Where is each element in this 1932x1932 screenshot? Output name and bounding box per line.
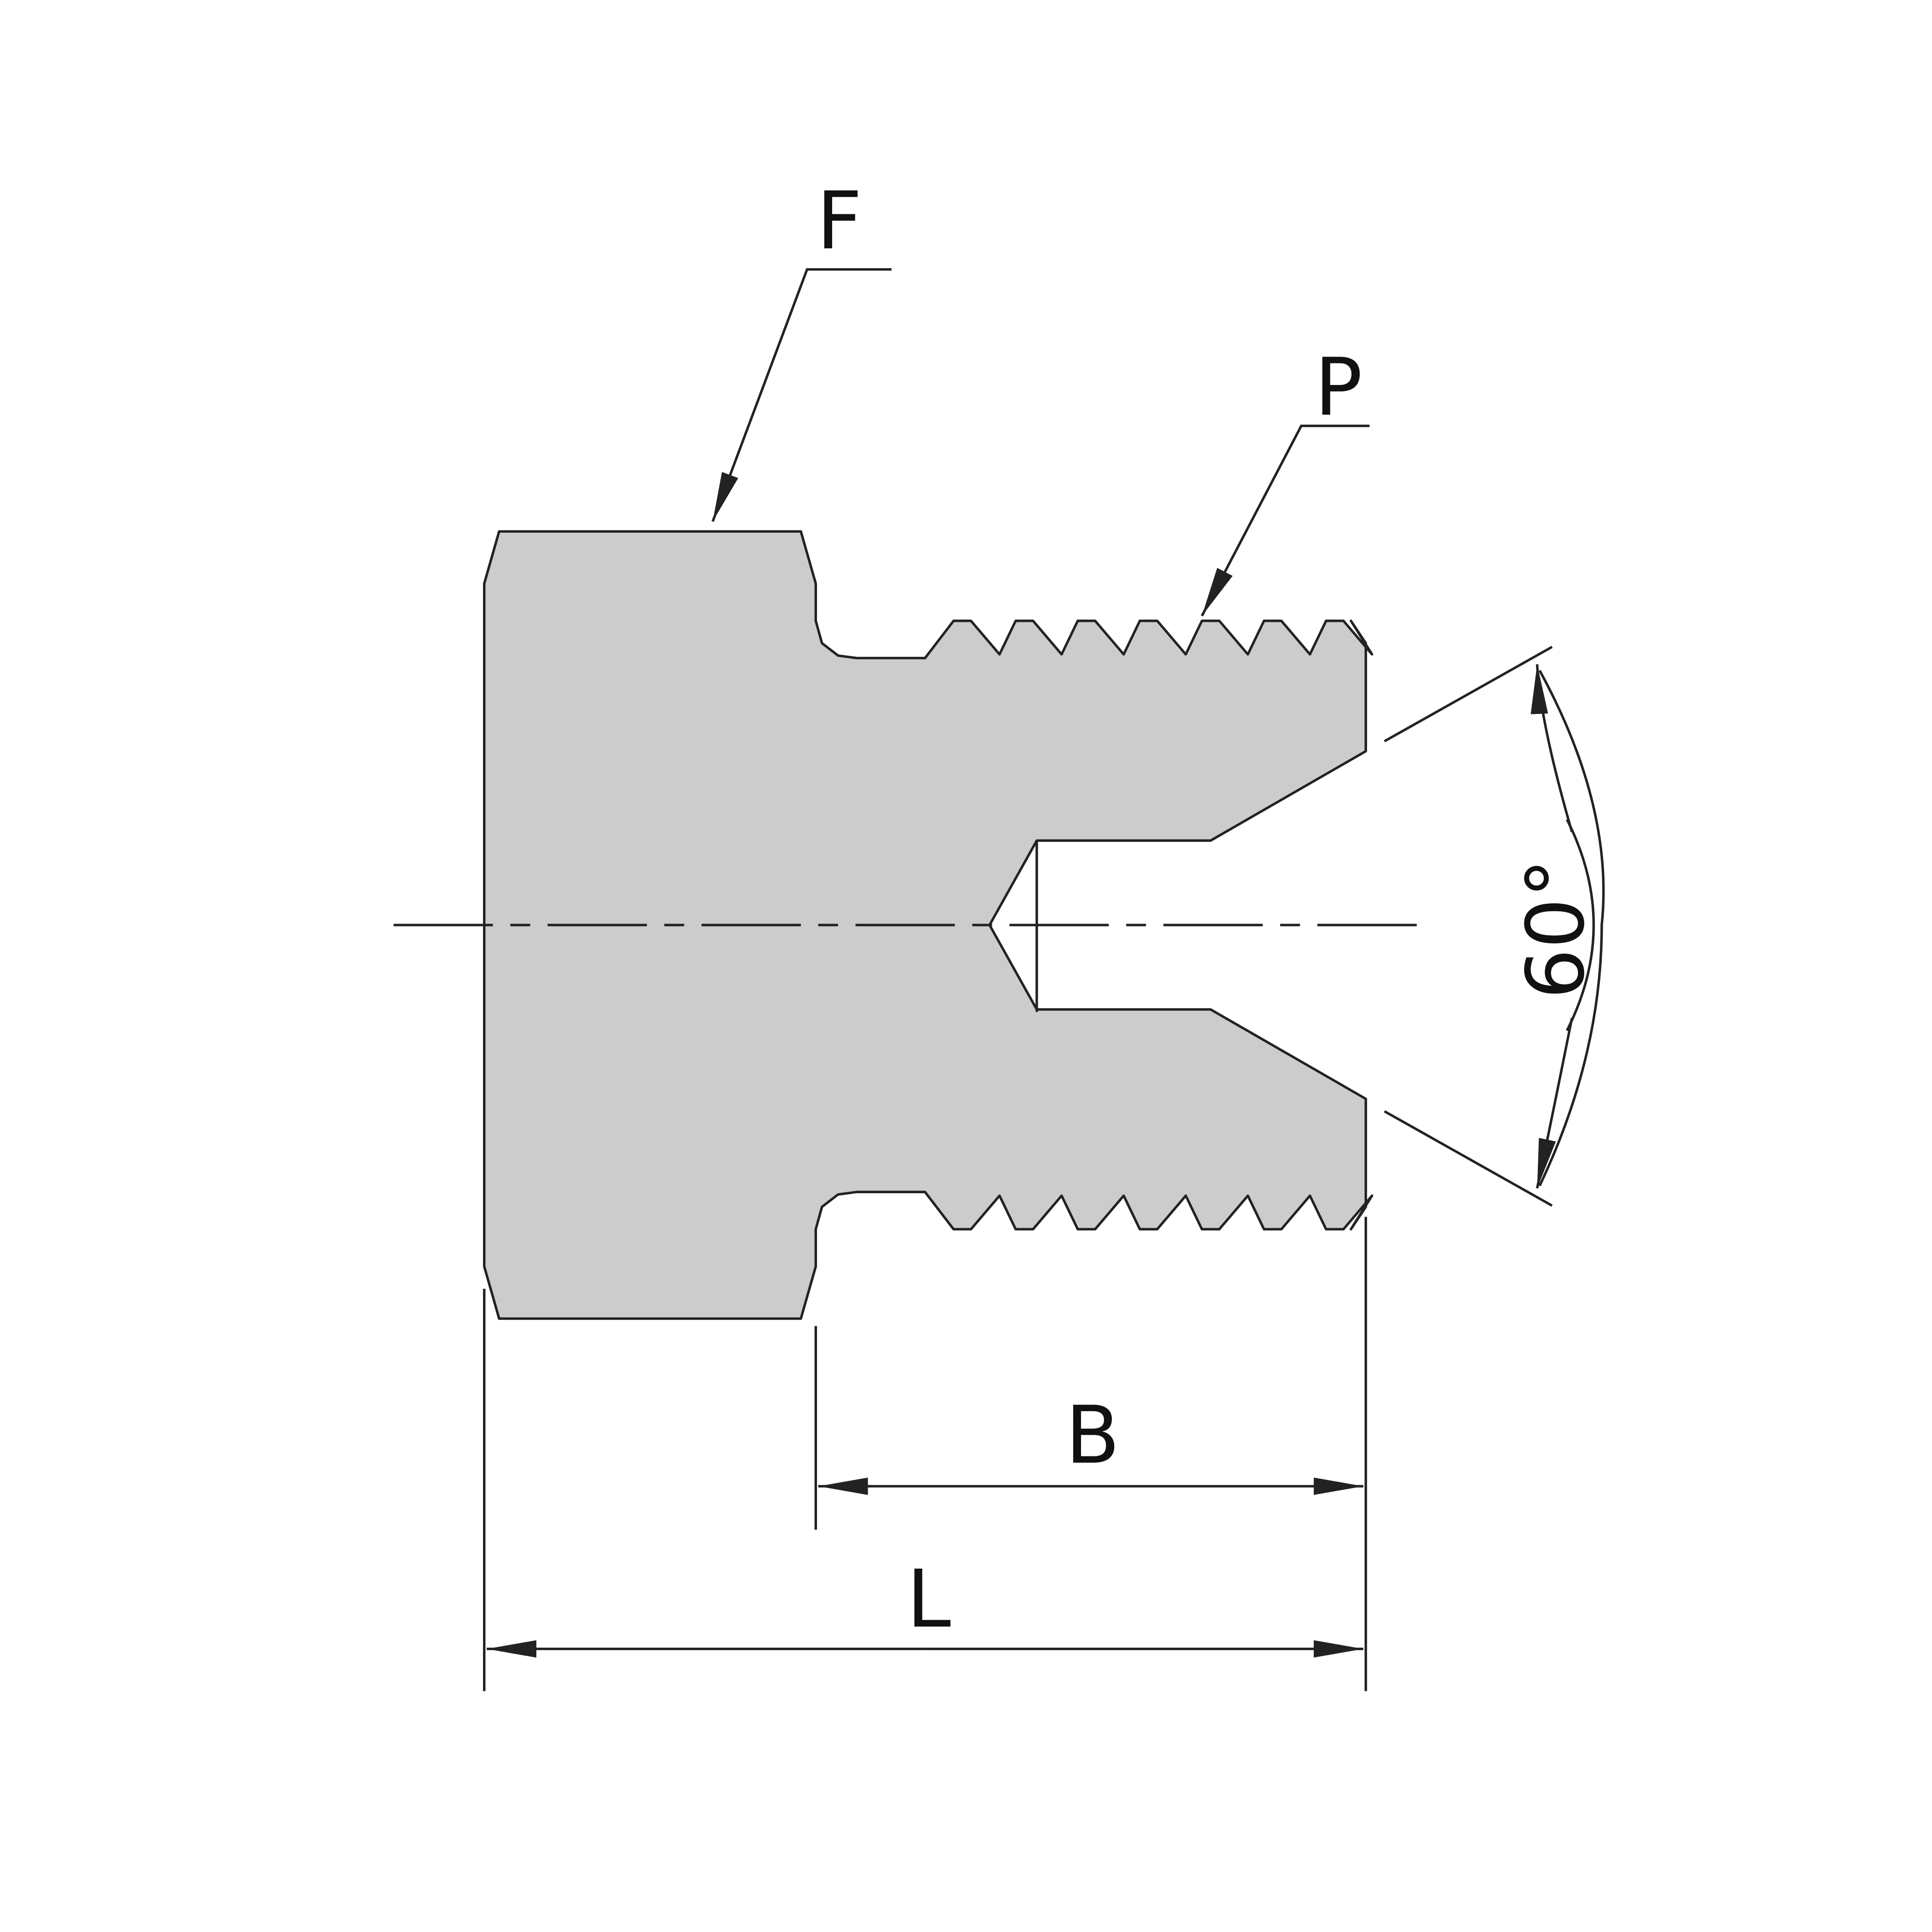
label-P: P: [1315, 341, 1363, 434]
label-60-degrees: 60°: [1510, 858, 1602, 999]
label-L: L: [907, 1553, 951, 1645]
dimension-B: B: [814, 1217, 1367, 1691]
dimension-L: L: [483, 1288, 1363, 1691]
angle-dimension: 60°: [1384, 645, 1605, 1207]
leader-F: F: [711, 175, 892, 522]
leader-P: P: [1201, 341, 1370, 617]
label-F: F: [816, 175, 862, 267]
label-B: B: [1065, 1389, 1120, 1482]
